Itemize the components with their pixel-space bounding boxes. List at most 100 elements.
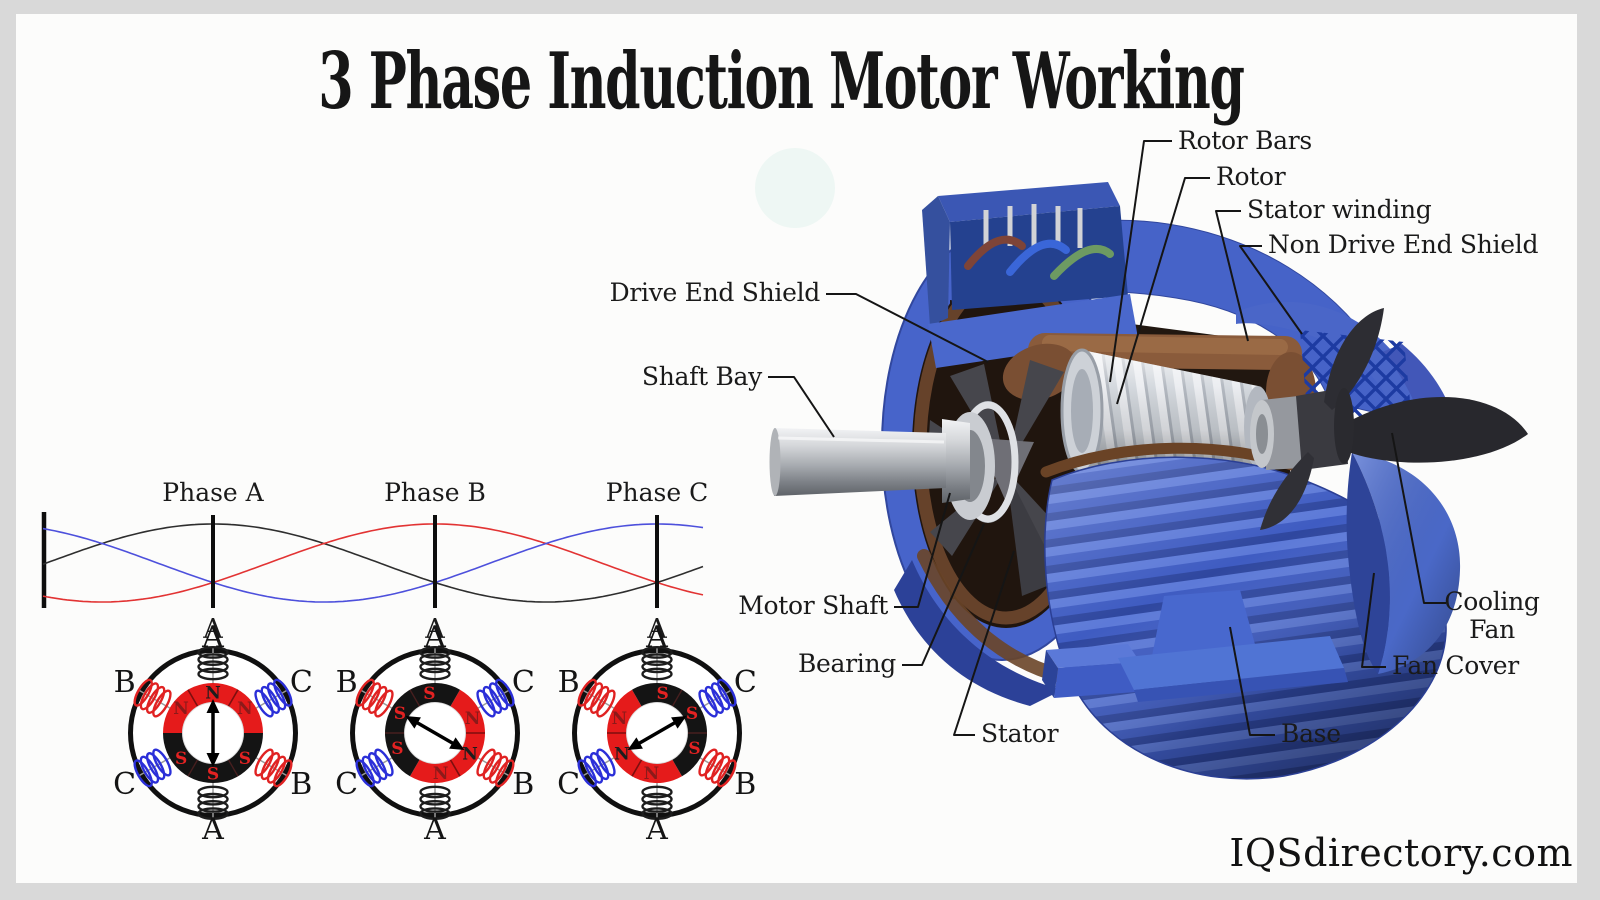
pole-letter-n: N	[462, 744, 478, 764]
phase-marker-title: Phase C	[606, 478, 709, 507]
pole-letter-s: S	[686, 704, 698, 724]
coil-phase-letter: C	[290, 665, 313, 700]
pole-letter-n: N	[433, 764, 449, 784]
stator-coil-a	[197, 785, 229, 820]
fan-cover-part	[1346, 452, 1461, 674]
background-glow	[755, 148, 835, 228]
leader-rotor	[1116, 177, 1210, 405]
field-arrow	[635, 719, 679, 747]
pole-letter-s: S	[394, 704, 406, 724]
coil-phase-letter: A	[423, 812, 446, 847]
label-stator: Stator	[981, 719, 1059, 748]
field-arrow-head	[627, 737, 643, 750]
leader-motor-shaft	[894, 492, 951, 608]
label-shaft-bay: Shaft Bay	[641, 362, 762, 391]
leader-stator	[953, 550, 1015, 736]
stator-coil-b	[133, 678, 172, 718]
pole-letter-n: N	[205, 684, 221, 704]
label-non-drive-end-shield: Non Drive End Shield	[1268, 230, 1539, 259]
north-pole	[410, 689, 485, 783]
stator-coil-b	[577, 678, 616, 718]
coil-phase-letter: A	[645, 812, 668, 847]
phase-marker-coil-label: A	[424, 614, 445, 645]
pole-letter-s: S	[207, 765, 219, 785]
pole-letter-s: S	[688, 739, 700, 759]
leader-base	[1229, 626, 1275, 736]
field-arrow	[413, 719, 457, 747]
phase-marker-title: Phase B	[384, 478, 486, 507]
leader-lines	[768, 140, 1446, 736]
label-fan-cover: Fan Cover	[1392, 651, 1519, 680]
housing-underside	[894, 560, 1062, 706]
coil-phase-letter: A	[423, 620, 446, 655]
watermark: IQSdirectory.com	[1229, 831, 1573, 875]
coil-phase-letter: B	[336, 665, 358, 700]
label-rotor-bars: Rotor Bars	[1178, 126, 1312, 155]
coil-phase-letter: B	[290, 767, 312, 802]
label-bearing: Bearing	[797, 649, 896, 678]
stator-coil-c	[476, 678, 515, 718]
coil-phase-letter: A	[645, 620, 668, 655]
rotor-part	[1060, 348, 1272, 474]
phase-marker-title: Phase A	[162, 478, 264, 507]
coil-phase-letter: C	[734, 665, 757, 700]
stator-coil-a	[419, 785, 451, 820]
phase-marker-coil-label: A	[202, 614, 223, 645]
induction-motor-cutaway	[769, 182, 1528, 780]
pole-letter-s: S	[656, 684, 668, 704]
coil-phase-letter: B	[114, 665, 136, 700]
pole-letter-n: N	[612, 709, 628, 729]
north-pole	[163, 683, 263, 733]
south-pole	[385, 683, 460, 777]
stator-coil-b	[476, 748, 515, 788]
stator-coil-a	[419, 646, 451, 681]
label-cooling-fan: Cooling Fan	[1444, 587, 1540, 644]
stator-coil-a	[641, 646, 673, 681]
field-arrow-head	[206, 699, 220, 713]
stator-coil-c	[355, 748, 394, 788]
wave-phase-c	[42, 523, 704, 603]
coil-phase-letter: A	[201, 812, 224, 847]
pole-letter-n: N	[173, 699, 189, 719]
label-stator-winding: Stator winding	[1247, 195, 1432, 224]
leader-cooling-fan	[1391, 432, 1446, 604]
leader-stator-winding	[1215, 210, 1249, 342]
pole-letter-s: S	[175, 749, 187, 769]
label-rotor: Rotor	[1216, 162, 1286, 191]
coil-phase-letter: C	[335, 767, 358, 802]
leader-drive-end-shield	[826, 293, 989, 363]
leader-bearing	[902, 523, 985, 666]
south-pole	[163, 733, 263, 783]
stator-coil-b	[355, 678, 394, 718]
pole-letter-n: N	[644, 764, 660, 784]
wave-phase-a	[42, 523, 704, 603]
leader-fan-cover	[1361, 572, 1386, 668]
north-pole	[607, 689, 682, 783]
wave-phase-b	[42, 523, 704, 603]
south-pole	[632, 683, 707, 777]
coil-phase-letter: A	[201, 620, 224, 655]
coil-phase-letter: C	[113, 767, 136, 802]
coil-phase-letter: B	[734, 767, 756, 802]
pole-letter-s: S	[239, 749, 251, 769]
field-arrow-head	[405, 716, 421, 729]
terminal-box	[922, 182, 1138, 368]
stator-coil-c	[698, 678, 737, 718]
label-motor-shaft: Motor Shaft	[738, 591, 888, 620]
terminal-pins	[983, 204, 1083, 248]
stator-coil-b	[254, 748, 293, 788]
terminal-wires	[964, 235, 1114, 280]
page-title: 3 Phase Induction Motor Working	[318, 36, 1245, 127]
stator-coil-c	[254, 678, 293, 718]
field-arrow-head	[671, 716, 687, 729]
stator-coil-c	[577, 748, 616, 788]
coil-phase-letter: C	[512, 665, 535, 700]
stator-coil-a	[197, 646, 229, 681]
